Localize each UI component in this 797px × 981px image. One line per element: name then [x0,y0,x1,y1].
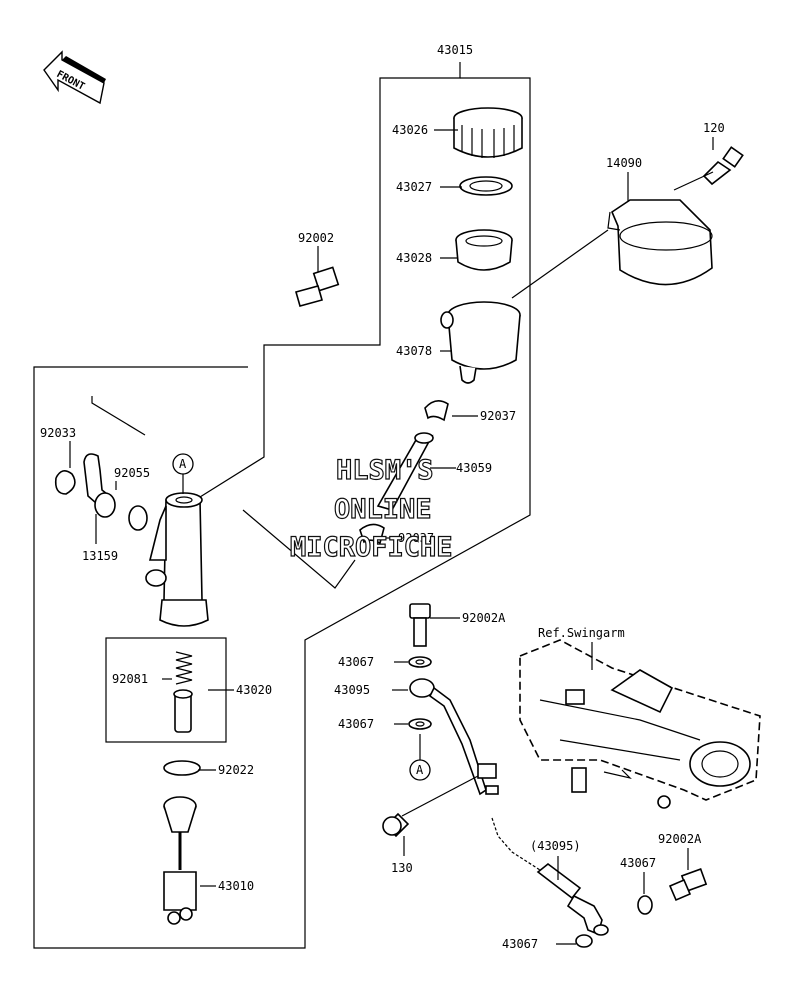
watermark: HLSM'S ONLINE MICROFICHE [289,454,453,563]
part-label-92002A-lower: 92002A [658,832,702,846]
part-label-43059: 43059 [456,461,492,475]
part-label-43010: 43010 [218,879,254,893]
part-label-43095-ref: (43095) [530,839,581,853]
part-label-92033: 92033 [40,426,76,440]
circlip-92033 [54,470,76,495]
part-label-43067-upper: 43067 [338,655,374,669]
hose-clip-upper [424,400,449,422]
piston-spring [175,651,193,685]
bolt-130 [382,812,410,838]
washer-upper [408,656,432,668]
banjo-bolt-upper [409,603,431,647]
swingarm [519,639,761,809]
washer-lower [408,718,432,730]
watermark-line-2: ONLINE [334,494,432,525]
part-label-43015: 43015 [437,43,473,57]
diaphragm [455,229,513,271]
part-labels: 43015 43026 43027 43028 43078 92037 4305… [40,43,725,951]
connection-marker-a-lower: A [409,734,431,781]
washer-bottom [575,934,593,948]
part-label-43078: 43078 [396,344,432,358]
brake-hose [409,678,609,936]
marker-a-label: A [179,457,187,471]
watermark-line-1: HLSM'S [336,455,434,486]
part-label-43027: 43027 [396,180,432,194]
bolt-92002 [295,266,340,307]
reservoir-tank [440,301,521,384]
marker-a-label-lower: A [416,763,424,777]
part-label-14090: 14090 [606,156,642,170]
outline-frames [33,62,531,949]
part-label-92037-lower: 92037 [398,531,434,545]
part-label-92055: 92055 [114,466,150,480]
part-label-13159: 13159 [82,549,118,563]
reservoir-cap [453,107,523,158]
banjo-bolt-lower [668,868,708,902]
o-ring [128,505,148,531]
part-label-43020: 43020 [236,683,272,697]
reservoir-bracket [607,199,713,286]
circlip-92022 [163,760,201,776]
connection-marker-a-upper: A [172,453,194,494]
part-label-43095: 43095 [334,683,370,697]
reservoir-hose [376,432,434,511]
master-cylinder-body [145,492,209,627]
part-label-120: 120 [703,121,725,135]
diaphragm-plate [459,176,513,196]
part-label-92002A-upper: 92002A [462,611,506,625]
part-label-92037-upper: 92037 [480,409,516,423]
part-label-92002: 92002 [298,231,334,245]
part-label-43067-middle: 43067 [338,717,374,731]
watermark-line-3: MICROFICHE [290,532,453,563]
push-rod [163,796,197,925]
hose-clip-lower [359,523,385,545]
washer-bottom-right [637,895,653,915]
front-arrow-icon: FRONT [43,50,106,105]
part-label-43028: 43028 [396,251,432,265]
part-label-92081: 92081 [112,672,148,686]
part-label-43067-bottom: 43067 [502,937,538,951]
leader-lines [69,129,714,945]
swingarm-ref-label: Ref.Swingarm [538,626,625,640]
bolt-120 [702,146,744,186]
part-label-43067-right: 43067 [620,856,656,870]
hose-fitting [83,453,116,518]
part-label-43026: 43026 [392,123,428,137]
piston [173,689,193,733]
part-label-130: 130 [391,861,413,875]
part-label-92022: 92022 [218,763,254,777]
